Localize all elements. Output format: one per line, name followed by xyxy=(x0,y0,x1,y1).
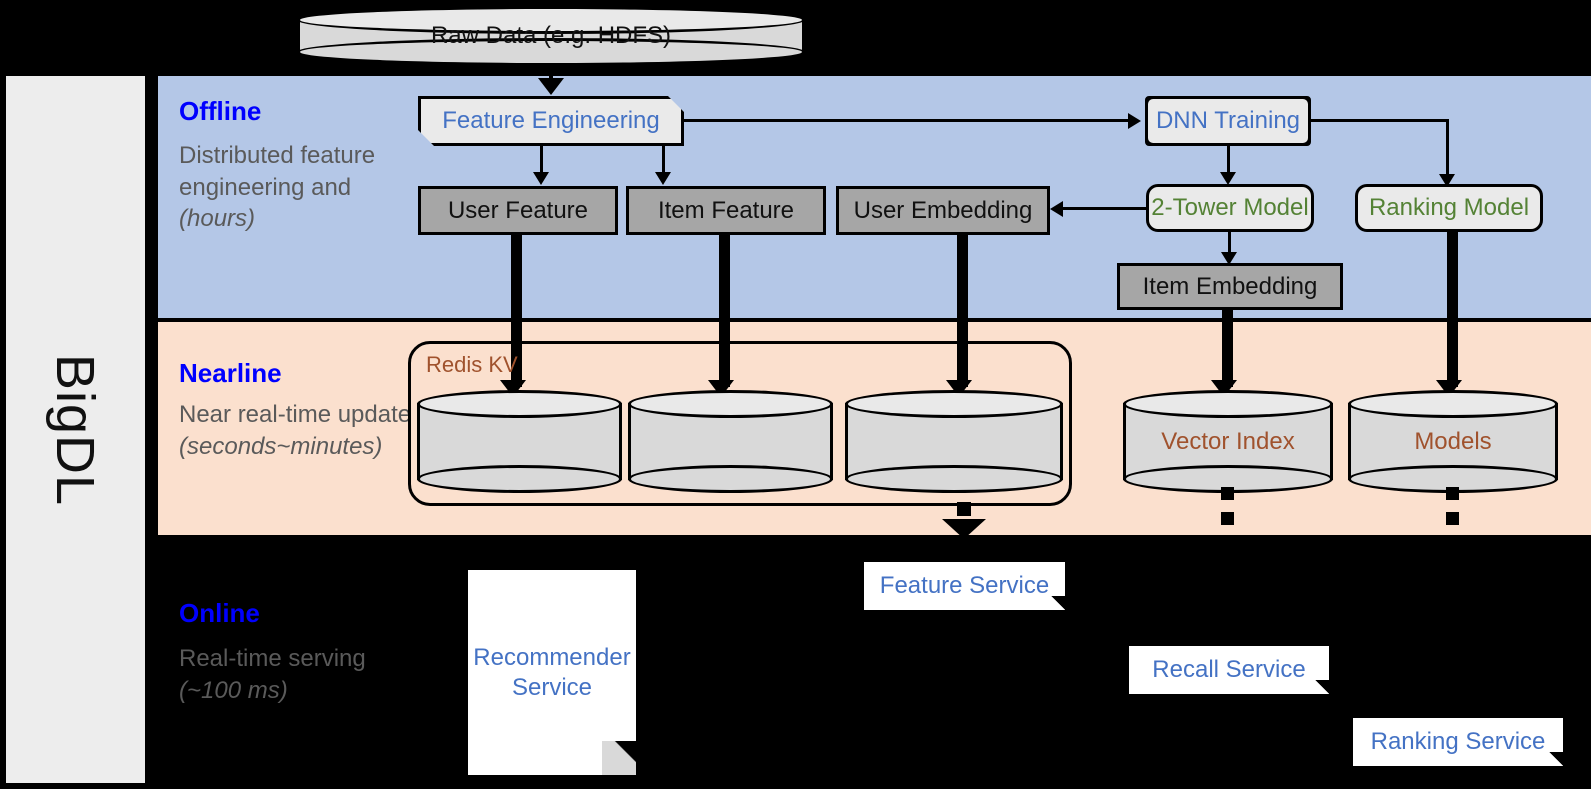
connector-rawdata-to-fe xyxy=(549,66,553,83)
cylinder-user-feature-store-bottom xyxy=(417,465,622,493)
band-description-offline-italic: (hours) xyxy=(179,205,256,233)
raw-data-label: Raw Data (e.g. HDFS) xyxy=(430,22,672,49)
band-description-online-italic: (~100 ms) xyxy=(179,676,288,704)
node-recall-service-label: Recall Service xyxy=(1152,656,1306,683)
node-user-feature[interactable]: User Feature xyxy=(418,186,618,235)
cylinder-vector-index-top xyxy=(1123,390,1333,418)
cylinder-user-feature-store[interactable] xyxy=(417,390,622,493)
node-user-feature-label: User Feature xyxy=(447,196,589,224)
node-feature-engineering[interactable]: Feature Engineering xyxy=(418,96,684,146)
arrowhead-to-feature-service xyxy=(942,519,986,539)
node-item-feature-label: Item Feature xyxy=(657,196,795,224)
band-description-nearline: Near real-time update (seconds~minutes) xyxy=(179,399,419,462)
pipe-user-embedding xyxy=(957,235,968,387)
cylinder-user-embedding-store[interactable] xyxy=(845,390,1063,493)
dash-recall-service-1 xyxy=(1221,487,1234,500)
band-description-online: Real-time serving (~100 ms) xyxy=(179,643,419,706)
band-title-offline: Offline xyxy=(179,96,262,126)
page-fold-icon xyxy=(1549,752,1563,766)
band-title-online: Online xyxy=(179,598,260,628)
connector-dnn-to-two-tower xyxy=(1227,146,1230,180)
raw-data-cylinder-top xyxy=(297,6,805,34)
band-title-nearline: Nearline xyxy=(179,358,282,388)
connector-dnn-to-ranking-h xyxy=(1311,119,1449,122)
raw-data-cylinder-bottom xyxy=(297,38,805,66)
connector-fe-to-dnn xyxy=(684,119,1133,122)
node-recommender-service-label: Recommender Service xyxy=(473,643,631,701)
arrowhead-rawdata-to-fe xyxy=(538,78,564,95)
node-item-embedding[interactable]: Item Embedding xyxy=(1117,263,1343,310)
arrowhead-dnn-to-two-tower xyxy=(1220,172,1236,185)
cylinder-user-feature-store-top xyxy=(417,390,622,418)
dash-ranking-service-1 xyxy=(1446,487,1459,500)
connector-two-tower-to-user-embedding xyxy=(1063,207,1147,210)
node-user-embedding-label: User Embedding xyxy=(853,196,1033,224)
dash-feature-service-1 xyxy=(957,502,971,516)
band-description-nearline-text: Near real-time update xyxy=(179,401,412,428)
cylinder-user-embedding-store-bottom xyxy=(845,465,1063,493)
arrowhead-fe-to-item-feature xyxy=(655,172,671,185)
node-ranking-service-label: Ranking Service xyxy=(1370,728,1546,755)
pipe-item-feature xyxy=(719,235,730,387)
raw-data-cylinder: Raw Data (e.g. HDFS) xyxy=(297,6,805,66)
node-recall-service[interactable]: Recall Service xyxy=(1129,646,1329,694)
arrowhead-two-tower-to-user-embedding xyxy=(1050,201,1063,217)
dash-recall-service-2 xyxy=(1221,512,1234,525)
node-redis-kv-label: Redis KV xyxy=(426,352,518,377)
band-description-nearline-italic: (seconds~minutes) xyxy=(179,432,383,460)
arrowhead-two-tower-to-item-embedding xyxy=(1221,252,1237,265)
pipe-ranking-model xyxy=(1447,232,1458,387)
node-ranking-service[interactable]: Ranking Service xyxy=(1353,718,1563,766)
node-two-tower-model[interactable]: 2-Tower Model xyxy=(1146,184,1314,232)
pipe-user-feature xyxy=(511,235,522,387)
cylinder-item-feature-store-top xyxy=(628,390,833,418)
node-dnn-training[interactable]: DNN Training xyxy=(1145,96,1311,146)
arrowhead-fe-to-dnn xyxy=(1128,113,1141,129)
page-fold-icon xyxy=(1051,596,1065,610)
page-fold-icon xyxy=(602,741,636,775)
connector-two-tower-to-item-embedding xyxy=(1228,232,1231,260)
cylinder-models-top xyxy=(1348,390,1558,418)
node-user-embedding[interactable]: User Embedding xyxy=(836,186,1050,235)
pipe-item-embedding xyxy=(1222,310,1233,387)
cylinder-vector-index[interactable]: Vector Index xyxy=(1123,390,1333,493)
connector-fe-to-item-feature xyxy=(662,146,665,176)
node-ranking-model[interactable]: Ranking Model xyxy=(1355,184,1543,232)
node-feature-service[interactable]: Feature Service xyxy=(864,562,1065,610)
dash-ranking-service-2 xyxy=(1446,512,1459,525)
cylinder-models-label: Models xyxy=(1414,427,1492,455)
band-description-offline-text: Distributed feature engineering and xyxy=(179,142,376,201)
connector-dnn-to-ranking-v xyxy=(1446,119,1449,181)
page-fold-icon xyxy=(1315,680,1329,694)
band-description-online-text: Real-time serving xyxy=(179,645,366,672)
cylinder-item-feature-store[interactable] xyxy=(628,390,833,493)
arrowhead-dnn-to-ranking xyxy=(1439,174,1455,187)
cylinder-user-embedding-store-top xyxy=(845,390,1063,418)
cylinder-models[interactable]: Models xyxy=(1348,390,1558,493)
node-dnn-training-label: DNN Training xyxy=(1155,107,1301,134)
node-two-tower-model-label: 2-Tower Model xyxy=(1151,194,1309,221)
node-item-embedding-label: Item Embedding xyxy=(1142,272,1318,300)
bigdl-platform-rail: BigDL xyxy=(6,76,145,783)
band-description-offline: Distributed feature engineering and (hou… xyxy=(179,140,419,235)
node-ranking-model-label: Ranking Model xyxy=(1368,194,1530,221)
node-item-feature[interactable]: Item Feature xyxy=(626,186,826,235)
connector-fe-to-user-feature xyxy=(540,146,543,176)
bigdl-platform-label: BigDL xyxy=(45,353,106,506)
cylinder-vector-index-label: Vector Index xyxy=(1161,427,1295,455)
bigdl-platform-label-wrap: BigDL xyxy=(6,76,145,783)
arrowhead-fe-to-user-feature xyxy=(533,172,549,185)
node-feature-service-label: Feature Service xyxy=(879,572,1050,599)
cylinder-item-feature-store-bottom xyxy=(628,465,833,493)
node-redis-kv-container xyxy=(408,341,1072,506)
node-feature-engineering-label: Feature Engineering xyxy=(442,107,660,134)
node-recommender-service[interactable]: Recommender Service xyxy=(468,570,636,775)
